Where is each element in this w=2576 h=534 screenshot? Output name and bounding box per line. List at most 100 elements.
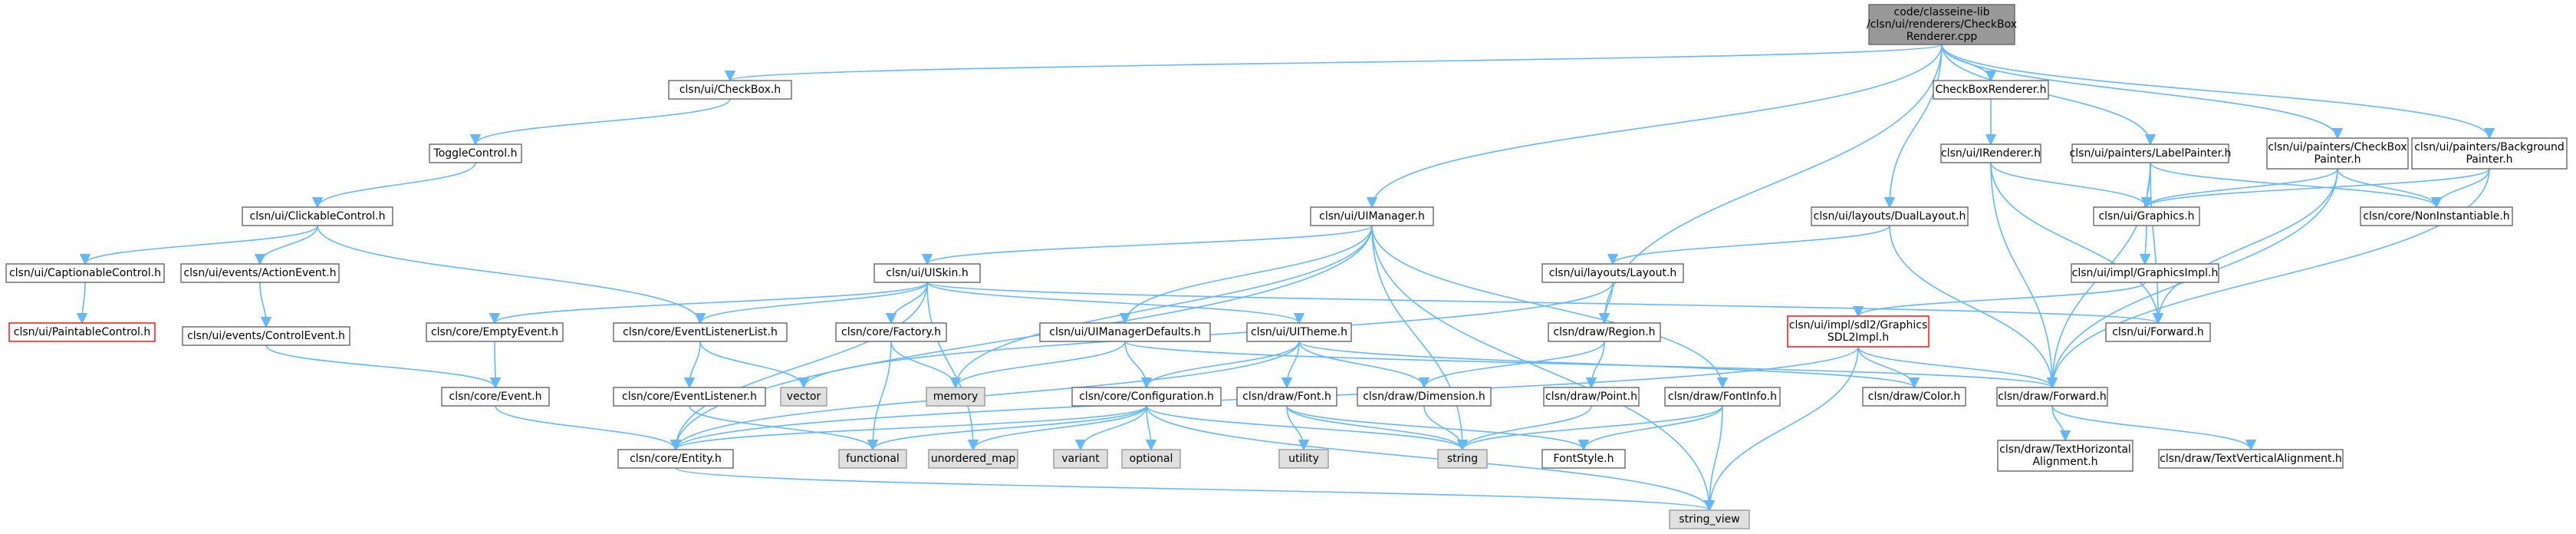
node-actionevent[interactable]: clsn/ui/events/ActionEvent.h bbox=[180, 263, 340, 283]
node-variant: variant bbox=[1053, 449, 1108, 469]
node-dimension[interactable]: clsn/draw/Dimension.h bbox=[1357, 387, 1492, 407]
edge-labelpainter-to-noninstantiable bbox=[2150, 162, 2443, 209]
node-box bbox=[1246, 322, 1352, 342]
node-uitheme[interactable]: clsn/ui/UITheme.h bbox=[1246, 322, 1352, 342]
node-uimanagerdefaults[interactable]: clsn/ui/UIManagerDefaults.h bbox=[1039, 322, 1211, 342]
node-label-line: clsn/core/Configuration.h bbox=[1079, 391, 1214, 403]
edge-uiskin-to-ui_forward bbox=[926, 282, 2163, 325]
node-box bbox=[668, 80, 792, 100]
node-checkbox-h[interactable]: clsn/ui/CheckBox.h bbox=[668, 80, 792, 100]
node-noninstantiable[interactable]: clsn/core/NonInstantiable.h bbox=[2360, 206, 2513, 226]
node-point[interactable]: clsn/draw/Point.h bbox=[1543, 387, 1640, 407]
node-graphics[interactable]: clsn/ui/Graphics.h bbox=[2093, 206, 2200, 226]
node-font[interactable]: clsn/draw/Font.h bbox=[1236, 387, 1337, 407]
node-box bbox=[2105, 322, 2211, 342]
node-labelpainter[interactable]: clsn/ui/painters/LabelPainter.h bbox=[2070, 143, 2232, 163]
edge-entity-to-string_view bbox=[675, 467, 1715, 512]
edge-graphicsimpl-to-graphicssdl2impl bbox=[1853, 282, 2146, 318]
edge-uimanager-to-uiskin bbox=[922, 225, 1373, 265]
node-eventlistener[interactable]: clsn/core/EventListener.h bbox=[613, 387, 766, 407]
edge-graphicssdl2impl-to-string_view bbox=[1703, 346, 1859, 512]
edge-duallayout-to-draw_forward bbox=[1889, 225, 2058, 389]
node-fontinfo[interactable]: clsn/draw/FontInfo.h bbox=[1664, 387, 1781, 407]
edge-graphics-to-graphicsimpl bbox=[2139, 225, 2151, 265]
node-irenderer[interactable]: clsn/ui/IRenderer.h bbox=[1940, 143, 2041, 163]
edge-actionevent-to-controlevent bbox=[259, 282, 272, 328]
node-label-line: Renderer.cpp bbox=[1907, 31, 1978, 43]
node-label-line: clsn/ui/impl/sdl2/Graphics bbox=[1789, 319, 1928, 331]
node-box bbox=[242, 206, 393, 226]
node-layout[interactable]: clsn/ui/layouts/Layout.h bbox=[1541, 263, 1684, 283]
node-box bbox=[1357, 387, 1492, 407]
node-label-line: clsn/core/EventListener.h bbox=[622, 391, 757, 403]
node-label-line: clsn/draw/FontInfo.h bbox=[1668, 391, 1777, 403]
node-uimanager[interactable]: clsn/ui/UIManager.h bbox=[1310, 206, 1434, 226]
node-box bbox=[1437, 449, 1488, 469]
node-box bbox=[1236, 387, 1337, 407]
node-eventlistenerlist[interactable]: clsn/core/EventListenerList.h bbox=[613, 322, 788, 342]
node-label-line: clsn/ui/painters/CheckBox bbox=[2268, 141, 2407, 153]
node-root[interactable]: code/classeine-lib/clsn/ui/renderers/Che… bbox=[1867, 4, 2017, 45]
edge-factory-to-memory bbox=[890, 341, 962, 389]
node-factory[interactable]: clsn/core/Factory.h bbox=[835, 322, 947, 342]
nodes-layer: code/classeine-lib/clsn/ui/renderers/Che… bbox=[5, 4, 2568, 529]
edge-backgroundpainter-to-graphics bbox=[2141, 168, 2490, 209]
node-clickablecontrol[interactable]: clsn/ui/ClickableControl.h bbox=[242, 206, 393, 226]
node-uiskin[interactable]: clsn/ui/UISkin.h bbox=[873, 263, 981, 283]
edge-duallayout-to-layout bbox=[1607, 225, 1890, 265]
node-ui-forward[interactable]: clsn/ui/Forward.h bbox=[2105, 322, 2211, 342]
node-label-line: clsn/core/EventListenerList.h bbox=[623, 326, 778, 338]
node-label-line: vector bbox=[787, 391, 821, 403]
node-box bbox=[1664, 387, 1781, 407]
edge-checkboxpainter-to-ui_forward bbox=[2152, 168, 2338, 325]
node-captionablecontrol[interactable]: clsn/ui/CaptionableControl.h bbox=[5, 263, 165, 283]
edge-uiskin-to-eventlistenerlist bbox=[694, 282, 928, 325]
node-draw-forward[interactable]: clsn/draw/Forward.h bbox=[1996, 387, 2108, 407]
node-box bbox=[2266, 137, 2409, 170]
edge-uimanager-to-uimanagerdefaults bbox=[1119, 225, 1373, 325]
node-box bbox=[1811, 206, 1969, 226]
edge-checkboxpainter-to-graphics bbox=[2140, 168, 2338, 209]
edge-configuration-to-string_view bbox=[1146, 405, 1716, 512]
node-region[interactable]: clsn/draw/Region.h bbox=[1548, 322, 1661, 342]
edge-uitheme-to-configuration bbox=[1140, 341, 1300, 389]
node-duallayout[interactable]: clsn/ui/layouts/DualLayout.h bbox=[1811, 206, 1969, 226]
node-box bbox=[2158, 449, 2344, 469]
edge-controlevent-to-event bbox=[265, 344, 502, 389]
node-box bbox=[613, 322, 788, 342]
node-label-line: clsn/core/Entity.h bbox=[630, 453, 722, 465]
node-configuration[interactable]: clsn/core/Configuration.h bbox=[1071, 387, 1222, 407]
node-label-line: clsn/ui/impl/GraphicsImpl.h bbox=[2072, 267, 2219, 279]
node-box bbox=[5, 263, 165, 283]
node-entity[interactable]: clsn/core/Entity.h bbox=[617, 449, 734, 469]
node-fontstyle[interactable]: FontStyle.h bbox=[1541, 449, 1626, 469]
node-box bbox=[182, 326, 350, 346]
node-memory: memory bbox=[926, 387, 985, 407]
node-box bbox=[8, 322, 156, 342]
node-graphicsimpl[interactable]: clsn/ui/impl/GraphicsImpl.h bbox=[2071, 263, 2219, 283]
node-paintablecontrol[interactable]: clsn/ui/PaintableControl.h bbox=[8, 322, 156, 342]
node-box bbox=[1541, 449, 1626, 469]
node-label-line: clsn/ui/events/ControlEvent.h bbox=[187, 330, 345, 342]
node-box bbox=[1543, 387, 1640, 407]
node-checkboxrenderer-h[interactable]: CheckBoxRenderer.h bbox=[1933, 80, 2049, 100]
node-controlevent[interactable]: clsn/ui/events/ControlEvent.h bbox=[182, 326, 350, 346]
node-box bbox=[873, 263, 981, 283]
node-emptyevent[interactable]: clsn/core/EmptyEvent.h bbox=[426, 322, 564, 342]
node-box bbox=[617, 449, 734, 469]
node-box bbox=[426, 322, 564, 342]
edge-configuration-to-entity bbox=[670, 405, 1147, 451]
node-string-view: string_view bbox=[1669, 509, 1750, 529]
node-color[interactable]: clsn/draw/Color.h bbox=[1862, 387, 1966, 407]
node-label-line: clsn/draw/Color.h bbox=[1868, 391, 1960, 403]
node-box bbox=[780, 387, 827, 407]
node-label-line: clsn/core/Factory.h bbox=[841, 326, 941, 338]
node-textvalign[interactable]: clsn/draw/TextVerticalAlignment.h bbox=[2158, 449, 2344, 469]
node-event[interactable]: clsn/core/Event.h bbox=[441, 387, 550, 407]
node-box bbox=[1541, 263, 1684, 283]
node-togglecontrol[interactable]: ToggleControl.h bbox=[429, 143, 522, 163]
